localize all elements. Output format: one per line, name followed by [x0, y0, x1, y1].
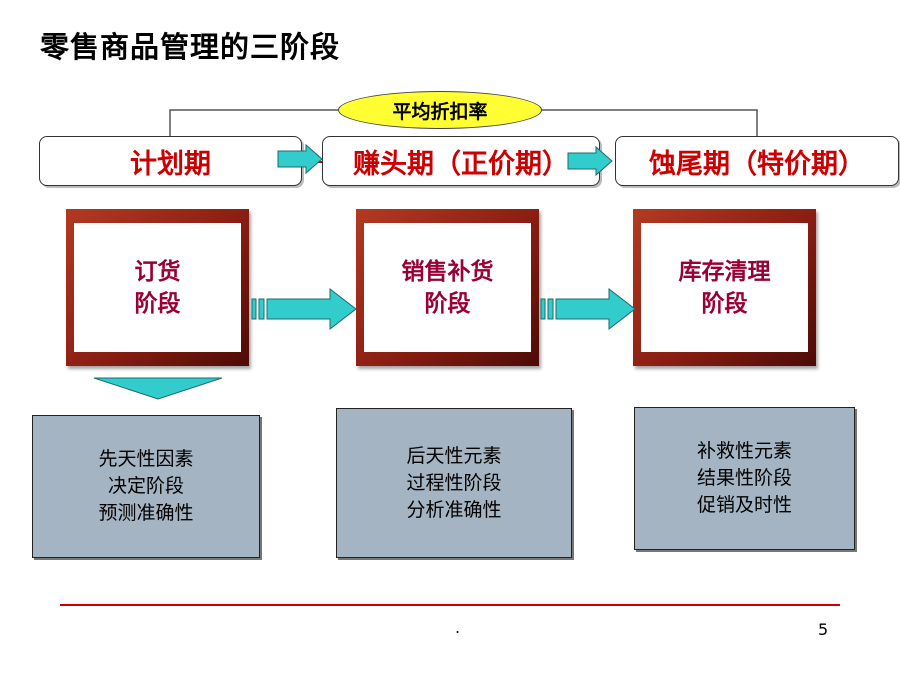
- note-box-ordering: 先天性因素 决定阶段 预测准确性: [32, 415, 260, 558]
- note-line: 分析准确性: [406, 498, 502, 521]
- page-title: 零售商品管理的三阶段: [40, 30, 341, 64]
- stage-label-line1: 销售补货: [401, 258, 494, 285]
- period-arrow-2-icon: [567, 145, 613, 177]
- period-planning: 计划期: [39, 136, 302, 186]
- stage-arrow-2-icon: [540, 287, 636, 331]
- period-full-price: 赚头期（正价期）: [322, 136, 600, 186]
- note-line: 促销及时性: [696, 494, 792, 516]
- note-box-sales: 后天性元素 过程性阶段 分析准确性: [336, 408, 572, 558]
- footer-dot: .: [455, 618, 461, 637]
- note-line: 预测准确性: [98, 502, 194, 524]
- stage-sales-replenishment: 销售补货 阶段: [356, 209, 539, 366]
- note-line: 结果性阶段: [696, 467, 792, 489]
- note-line: 后天性元素: [406, 444, 502, 467]
- note-line: 决定阶段: [107, 475, 184, 497]
- stage-label-line2: 阶段: [424, 290, 471, 317]
- note-line: 补救性元素: [696, 440, 792, 462]
- stage-label-line2: 阶段: [701, 290, 748, 317]
- stage-label-line2: 阶段: [134, 290, 181, 317]
- stage-arrow-1-icon: [251, 287, 357, 331]
- stage-label-line1: 订货: [134, 258, 181, 285]
- stage-ordering: 订货 阶段: [66, 209, 249, 366]
- period-clearance: 蚀尾期（特价期）: [615, 136, 899, 186]
- stage-label-line1: 库存清理: [678, 258, 771, 285]
- note-line: 先天性因素: [98, 448, 194, 470]
- average-discount-label: 平均折扣率: [338, 91, 542, 129]
- page-number: 5: [818, 620, 829, 639]
- note-box-clearance: 补救性元素 结果性阶段 促销及时性: [634, 407, 855, 550]
- stage-inventory-clearance: 库存清理 阶段: [633, 209, 816, 366]
- footer-divider: [60, 604, 840, 606]
- note-line: 过程性阶段: [406, 471, 502, 494]
- period-arrow-1-icon: [277, 143, 323, 175]
- down-triangle-icon: [93, 377, 223, 400]
